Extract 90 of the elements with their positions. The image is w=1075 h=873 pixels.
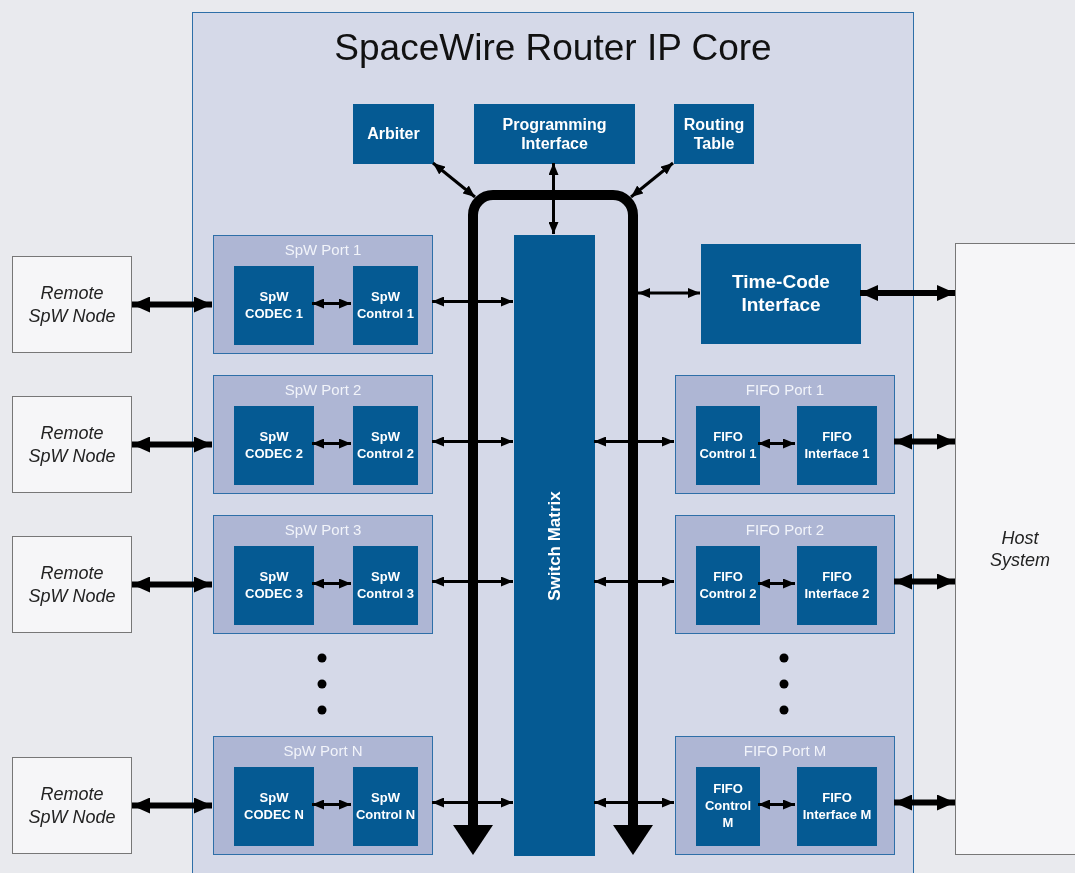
port-panel: [675, 736, 895, 855]
block-label: SpW Control 2: [355, 428, 416, 463]
panel-title: FIFO Port M: [742, 742, 828, 759]
block-label: SpW CODEC 1: [244, 288, 304, 323]
port-panel: [675, 375, 895, 494]
double-arrow: [312, 799, 351, 810]
double-arrow: [132, 296, 212, 313]
double-arrow: [432, 436, 513, 447]
double-arrow: [312, 578, 351, 589]
block-label: Host System: [989, 526, 1051, 572]
block-box: [353, 546, 418, 625]
port-panel: [213, 375, 433, 494]
block-box: [234, 546, 314, 625]
block-label: Remote SpW Node: [27, 282, 117, 327]
external-box: [955, 243, 1075, 855]
double-arrow: [758, 799, 795, 810]
block-label: FIFO Interface 2: [803, 568, 871, 603]
double-arrow: [894, 794, 955, 811]
block-box: [696, 406, 760, 485]
double-arrow: [432, 161, 476, 199]
block-label: SpW CODEC 2: [244, 428, 304, 463]
block-box: [797, 546, 877, 625]
block-box: [797, 406, 877, 485]
block-label: FIFO Control 1: [698, 428, 758, 463]
double-arrow: [432, 296, 513, 307]
external-box: [12, 396, 132, 493]
double-arrow: [594, 436, 674, 447]
double-arrow: [860, 285, 955, 301]
panel-title: SpW Port 1: [283, 241, 363, 258]
double-arrow: [548, 163, 559, 234]
block-box: [696, 546, 760, 625]
block-label: FIFO Interface 1: [803, 428, 871, 463]
block-box: [353, 767, 418, 846]
block-box: [474, 104, 635, 164]
panel-title: FIFO Port 2: [744, 521, 826, 538]
block-label: FIFO Control M: [703, 781, 753, 832]
double-arrow: [432, 797, 513, 808]
block-box: [234, 406, 314, 485]
block-label: SpW Control N: [355, 789, 416, 824]
external-box: [12, 256, 132, 353]
block-label: FIFO Control 2: [698, 568, 758, 603]
panel-title: SpW Port 2: [283, 381, 363, 398]
port-panel: [213, 736, 433, 855]
double-arrow: [132, 436, 212, 453]
external-box: [12, 757, 132, 854]
block-box: [353, 104, 434, 164]
block-box: [234, 767, 314, 846]
double-arrow: [894, 573, 955, 590]
double-arrow: [638, 288, 700, 298]
block-label: Time-Code Interface: [731, 271, 831, 317]
double-arrow: [894, 433, 955, 450]
block-label: SpW CODEC N: [243, 789, 305, 824]
double-arrow: [312, 298, 351, 309]
block-label: SpW CODEC 3: [244, 568, 304, 603]
block-label: FIFO Interface M: [801, 789, 873, 824]
panel-title: SpW Port 3: [283, 521, 363, 538]
block-label: SpW Control 1: [355, 288, 416, 323]
block-box: [234, 266, 314, 345]
block-box: [353, 406, 418, 485]
block-label: Remote SpW Node: [27, 562, 117, 607]
double-arrow: [594, 797, 674, 808]
block-box: [353, 266, 418, 345]
double-arrow: [432, 576, 513, 587]
block-label: Arbiter: [367, 124, 420, 144]
block-box: [701, 244, 861, 344]
double-arrow: [312, 438, 351, 449]
block-label: Remote SpW Node: [27, 422, 117, 467]
double-arrow: [758, 578, 795, 589]
double-arrow: [630, 161, 674, 199]
double-arrow: [132, 797, 212, 814]
block-label: Remote SpW Node: [27, 783, 117, 828]
panel-title: SpaceWire Router IP Core: [333, 27, 773, 69]
double-arrow: [594, 576, 674, 587]
vertical-label: Switch Matrix: [544, 490, 565, 601]
panel-title: FIFO Port 1: [744, 381, 826, 398]
switch-matrix-bar: [514, 235, 595, 856]
block-label: Programming Interface: [501, 114, 608, 154]
panel-title: SpW Port N: [282, 742, 364, 759]
double-arrow: [758, 438, 795, 449]
block-label: SpW Control 3: [355, 568, 416, 603]
core-panel: [192, 12, 914, 873]
double-arrow: [132, 576, 212, 593]
block-box: [674, 104, 754, 164]
port-panel: [213, 235, 433, 354]
external-box: [12, 536, 132, 633]
block-label: Routing Table: [682, 114, 746, 154]
block-box: [696, 767, 760, 846]
block-box: [797, 767, 877, 846]
port-panel: [213, 515, 433, 634]
port-panel: [675, 515, 895, 634]
